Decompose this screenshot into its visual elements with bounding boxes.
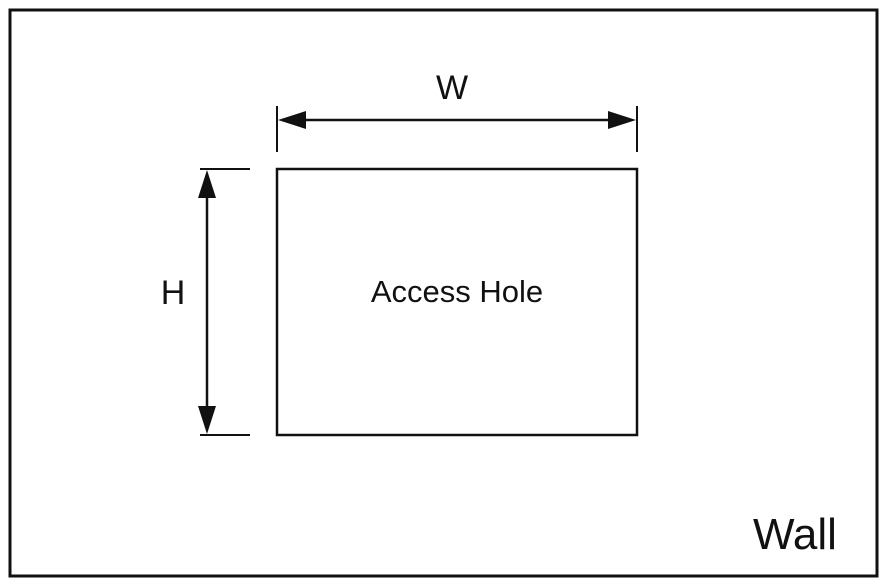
wall-outline [8,8,879,578]
width-arrow-left [278,111,306,129]
access-hole-label: Access Hole [371,274,543,309]
height-arrow-bottom [198,406,216,434]
height-arrow-top [198,170,216,198]
width-arrow-right [608,111,636,129]
width-label: W [436,69,468,107]
height-label: H [161,274,186,312]
wall-label: Wall [753,510,837,559]
access-hole-rect [275,167,639,437]
